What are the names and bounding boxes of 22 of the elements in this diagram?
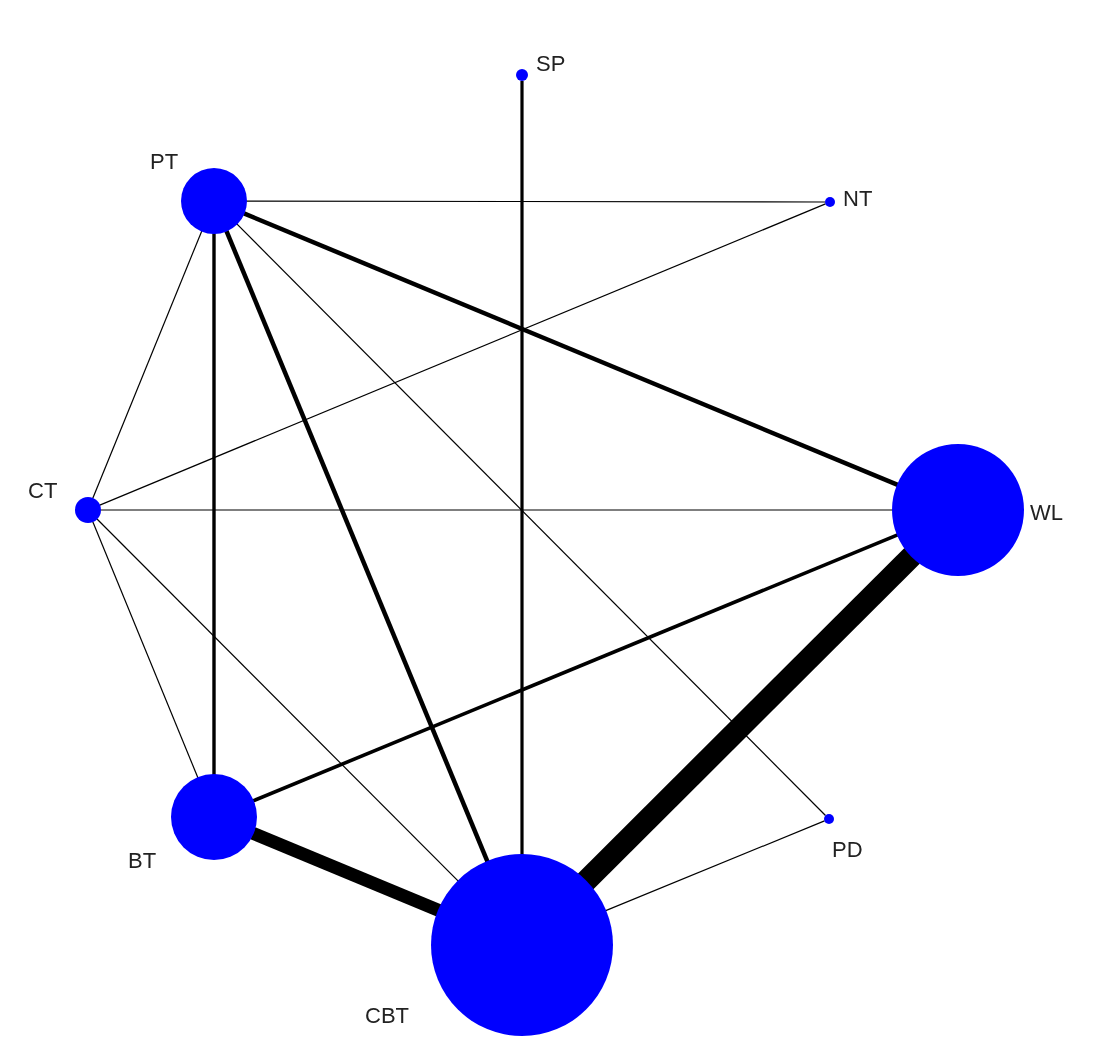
- thick-connector-line: [243, 211, 900, 488]
- connector-line: [100, 509, 894, 511]
- connector-line: [92, 521, 199, 779]
- node-label: PT: [150, 151, 179, 173]
- connector-line: [245, 200, 826, 203]
- thick-connector-line: [250, 827, 443, 917]
- connector-line: [96, 518, 460, 883]
- connector-line: [236, 223, 827, 817]
- node-label: WL: [1030, 502, 1063, 524]
- thick-connector-line: [252, 533, 899, 803]
- node-label: NT: [843, 188, 873, 210]
- thick-connector-line: [577, 547, 920, 890]
- node-label: CBT: [365, 1005, 409, 1027]
- node-label: PD: [832, 839, 863, 861]
- connector-line: [99, 203, 827, 506]
- thick-connector-line: [520, 80, 524, 856]
- node-label: BT: [128, 850, 157, 872]
- thick-connector-line: [224, 230, 490, 864]
- node-label: CT: [28, 480, 58, 502]
- thick-connector-line: [212, 233, 216, 775]
- node-label: SP: [536, 53, 566, 75]
- connector-line: [92, 230, 203, 499]
